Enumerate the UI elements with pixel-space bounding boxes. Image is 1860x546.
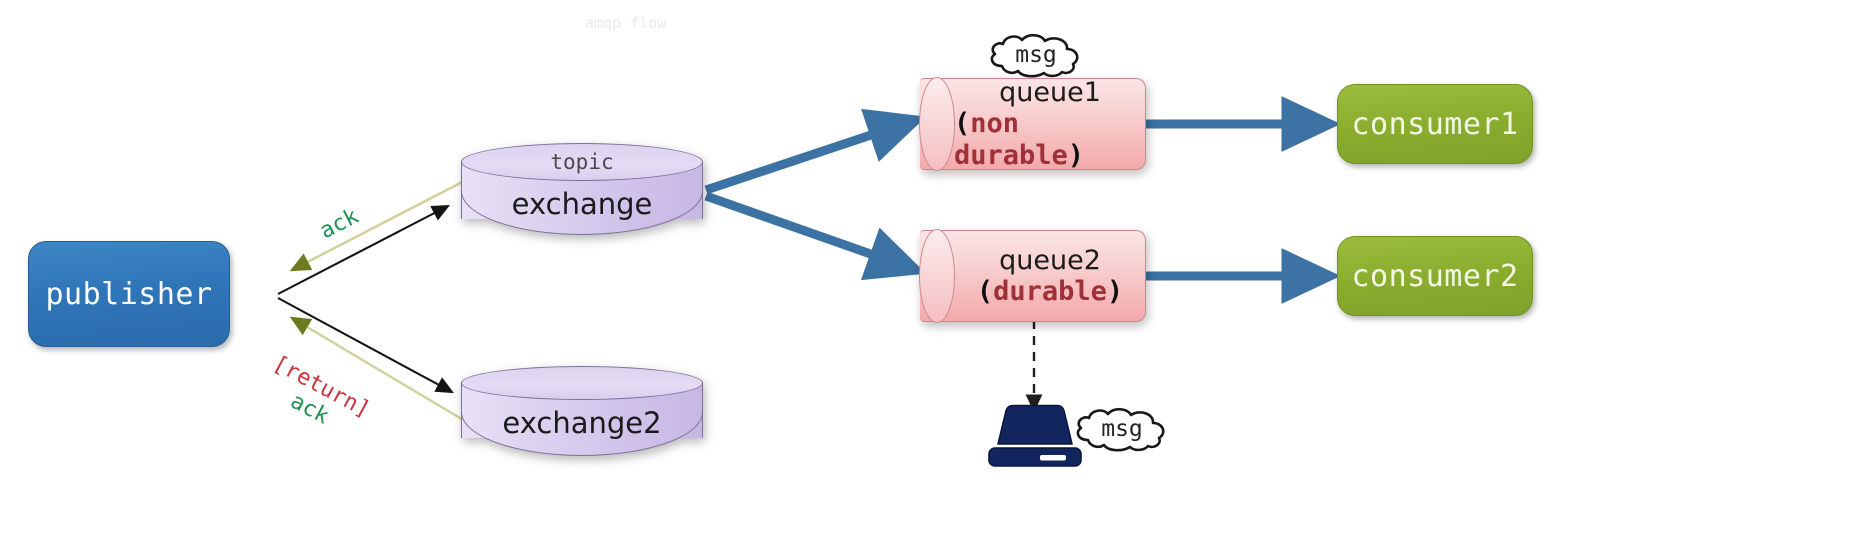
clipped-title-text: amqp flow <box>585 14 667 32</box>
queue1-label: queue1 <box>999 77 1101 109</box>
queue1-cylinder-body <box>920 78 1146 170</box>
cloud-shape-icon <box>990 33 1079 78</box>
node-exchange1[interactable]: topic exchange <box>461 143 703 238</box>
queue2-cylinder-body <box>920 230 1146 322</box>
node-consumer2[interactable]: consumer2 <box>1337 236 1533 316</box>
node-exchange2[interactable]: exchange2 <box>461 366 703 458</box>
consumer2-label: consumer2 <box>1351 258 1519 294</box>
queue1-durability-value: non durable <box>954 108 1068 171</box>
edge-exchange1-to-queue1 <box>704 108 927 195</box>
queue2-cylinder-cap <box>919 229 955 323</box>
queue1-text: queue1 (non durable) <box>920 77 1146 170</box>
edge-publisher-to-exchange2 <box>277 297 455 394</box>
msg-cloud-queue1: msg <box>982 32 1090 78</box>
queue1-cylinder-cap <box>919 77 955 171</box>
exchange1-label: exchange <box>511 187 653 221</box>
consumer1-label: consumer1 <box>1351 106 1519 142</box>
node-disk-storage[interactable] <box>982 404 1086 468</box>
queue1-durability: (non durable) <box>954 108 1146 170</box>
edge-exchange1-to-queue2 <box>704 191 927 281</box>
edge-exchange1-ack-to-publisher <box>289 176 471 272</box>
publisher-label: publisher <box>45 276 213 312</box>
queue2-paren-close: ) <box>1106 276 1124 307</box>
exchange1-top-label: topic <box>550 150 614 174</box>
queue2-paren-open: ( <box>976 276 994 307</box>
queue1-paren-open: ( <box>954 108 971 140</box>
exchange2-label: exchange2 <box>502 406 662 440</box>
msg-cloud-disk: msg <box>1068 406 1176 452</box>
queue2-text: queue2 (durable) <box>920 230 1146 322</box>
exchange2-cylinder-top <box>461 366 703 400</box>
node-publisher[interactable]: publisher <box>28 241 230 347</box>
queue1-paren-close: ) <box>1067 139 1085 171</box>
queue2-durability-value: durable <box>993 276 1107 307</box>
edge-exchange2-return-to-publisher <box>289 316 471 426</box>
queue2-durability: (durable) <box>977 276 1123 307</box>
msg-cloud-disk-label: msg <box>1101 416 1143 442</box>
cloud-shape-icon <box>1076 407 1165 452</box>
msg-cloud-queue1-label: msg <box>1015 42 1057 68</box>
queue2-label: queue2 <box>999 244 1101 276</box>
node-consumer1[interactable]: consumer1 <box>1337 84 1533 164</box>
exchange1-cylinder-top: topic <box>461 143 703 181</box>
disk-icon <box>988 404 1082 467</box>
node-queue1[interactable]: queue1 (non durable) <box>919 77 1146 171</box>
node-queue2[interactable]: queue2 (durable) <box>919 229 1146 323</box>
edge-publisher-to-exchange1 <box>277 204 451 295</box>
